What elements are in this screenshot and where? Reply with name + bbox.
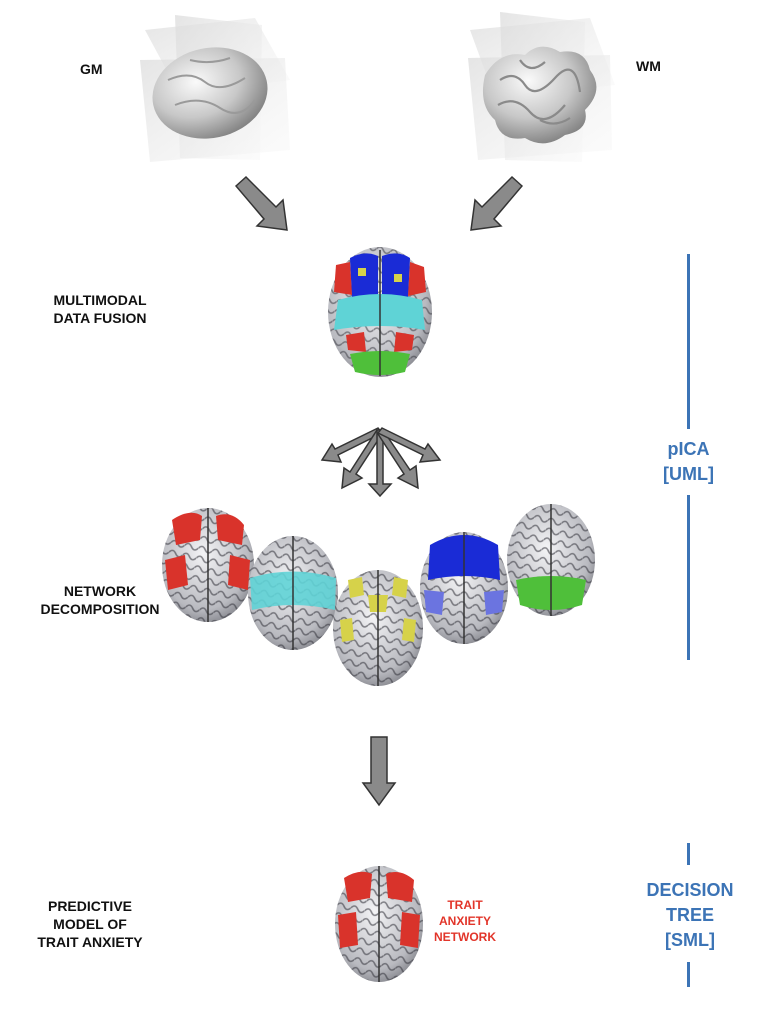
fan-arrows [320, 427, 442, 498]
stage-fusion-label: MULTIMODAL DATA FUSION [20, 291, 180, 327]
stage-predictive-line3: TRAIT ANXIETY [37, 934, 143, 950]
stage-predictive-label: PREDICTIVE MODEL OF TRAIT ANXIETY [15, 897, 165, 951]
decision-tree-line3: [SML] [665, 930, 715, 950]
stage-decomposition-line2: DECOMPOSITION [40, 601, 160, 617]
gm-label: GM [80, 61, 103, 77]
pica-label: pICA [UML] [630, 437, 747, 487]
tree-bracket-top [687, 843, 690, 865]
fan-arrow-5 [376, 427, 442, 463]
stage-fusion-line2: DATA FUSION [53, 310, 147, 326]
decision-tree-line2: TREE [665, 905, 714, 925]
arrow-wm-to-fusion [470, 175, 524, 231]
pica-bracket-top [687, 254, 690, 429]
decomp-brain-yellow [333, 570, 423, 686]
tree-bracket-bottom [687, 962, 690, 987]
trait-anxiety-brain-image [335, 866, 423, 982]
stage-fusion-line1: MULTIMODAL [53, 292, 147, 308]
network-label-line1: TRAIT [447, 898, 483, 912]
pica-line2: [UML] [663, 464, 714, 484]
stage-predictive-line2: MODEL OF [53, 916, 127, 932]
stage-predictive-line1: PREDICTIVE [47, 898, 132, 914]
pica-line1: pICA [667, 439, 710, 459]
network-label-line3: NETWORK [434, 930, 496, 944]
fusion-brain-image [328, 247, 432, 377]
decision-tree-label: DECISION TREE [SML] [630, 878, 750, 953]
wm-brain-image [468, 12, 615, 162]
decomp-brain-cyan [248, 536, 338, 650]
decomp-brain-blue [420, 532, 508, 644]
arrow-to-predictive [361, 736, 397, 807]
arrow-gm-to-fusion [234, 175, 288, 231]
wm-label: WM [636, 58, 661, 74]
stage-decomposition-label: NETWORK DECOMPOSITION [35, 582, 165, 618]
network-label-line2: ANXIETY [438, 914, 491, 928]
decomp-brain-red [162, 508, 254, 622]
decision-tree-line1: DECISION [646, 880, 734, 900]
stage-decomposition-line1: NETWORK [63, 583, 137, 599]
trait-anxiety-network-label: TRAIT ANXIETY NETWORK [420, 897, 510, 945]
decomp-brain-green [507, 504, 595, 616]
gm-brain-image [140, 15, 290, 162]
pica-bracket-bottom [687, 495, 690, 660]
